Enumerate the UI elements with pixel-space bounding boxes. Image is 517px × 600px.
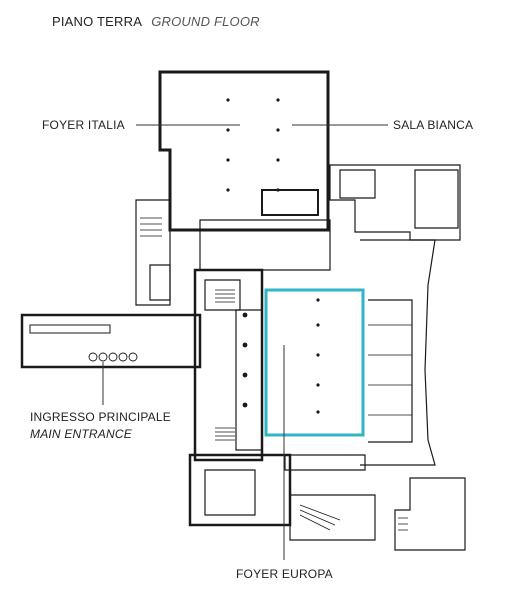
theatre-block: [360, 239, 436, 466]
annex-right: [329, 164, 461, 241]
title-english: GROUND FLOOR: [151, 14, 260, 29]
label-foyer-europa: FOYER EUROPA: [236, 567, 333, 581]
label-entrance: INGRESSO PRINCIPALE: [30, 410, 171, 424]
page-title: PIANO TERRA GROUND FLOOR: [52, 14, 260, 29]
lower-center-block: [284, 454, 366, 471]
west-spine: [193, 268, 264, 462]
label-entrance-en: MAIN ENTRANCE: [30, 427, 132, 441]
title-italian: PIANO TERRA: [52, 14, 142, 29]
central-corridor: [199, 219, 331, 271]
foyer-europa-highlight: [264, 288, 365, 437]
foyer-italia-walls: [158, 70, 330, 232]
lower-right-block: [394, 477, 466, 551]
left-wing: [135, 199, 171, 306]
label-foyer-italia: FOYER ITALIA: [42, 118, 125, 132]
label-sala-bianca: SALA BIANCA: [393, 118, 474, 132]
entrance-corridor: [20, 313, 202, 369]
